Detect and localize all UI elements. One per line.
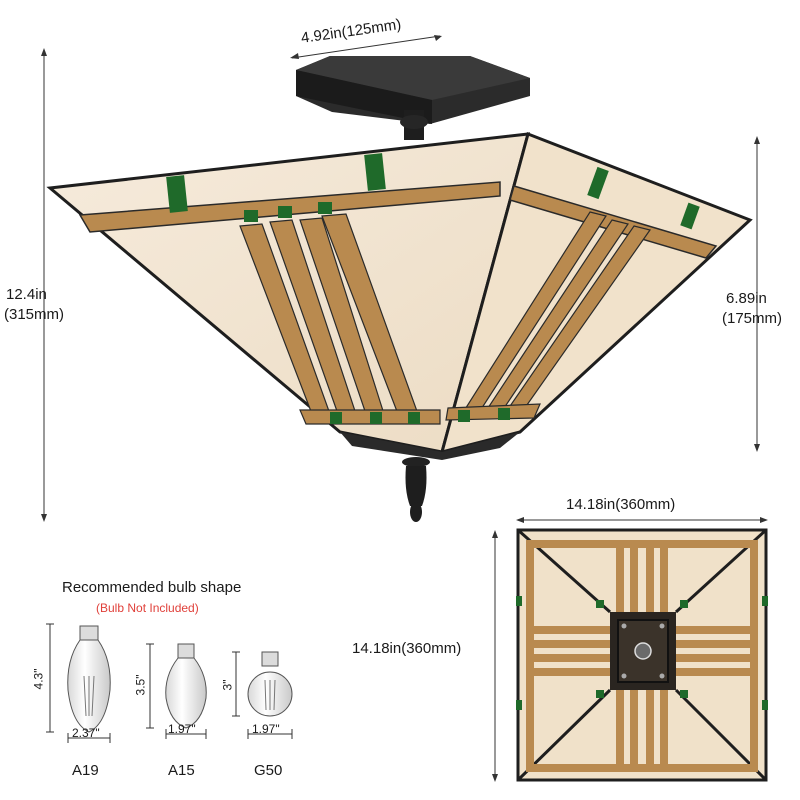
bulb-a19-width-label: 2.37" [72, 726, 100, 740]
ceiling-canopy [296, 56, 530, 140]
bulb-g50-height-dimension [232, 651, 240, 717]
total-height-label-in: 12.4in [6, 286, 47, 303]
bulb-a15-icon [165, 643, 207, 729]
bulb-not-included-note: (Bulb Not Included) [96, 601, 199, 615]
bulb-a19-icon [67, 625, 111, 733]
shade-height-label-mm: (175mm) [722, 310, 783, 327]
shade-height-label-in: 6.89in [726, 290, 767, 307]
bulb-a19-height-label: 4.3" [31, 668, 46, 690]
shade-top-view [516, 528, 768, 782]
bulb-a19-width-dimension [67, 733, 111, 743]
bulb-section-title: Recommended bulb shape [62, 579, 242, 596]
total-height-dimension [41, 48, 47, 522]
bulb-a15-name: A15 [168, 762, 195, 779]
bulb-a19-height-dimension [46, 623, 54, 733]
shade-side-width-dimension [492, 530, 498, 782]
canopy-width-dimension [290, 35, 442, 59]
bulb-a15-width-label: 1.97" [168, 722, 196, 736]
bulb-a19-name: A19 [72, 762, 99, 779]
finial [402, 457, 430, 522]
bulb-g50-icon [247, 651, 293, 717]
bulb-a15-height-dimension [146, 643, 154, 729]
bulb-a15-height-label: 3.5" [133, 674, 148, 696]
shade-top-width-dimension [516, 517, 768, 523]
bulb-g50-height-label: 3" [220, 679, 235, 691]
shade-side-width-label: 14.18in(360mm) [352, 640, 462, 657]
glass-shade [46, 131, 753, 460]
total-height-label-mm: (315mm) [4, 306, 65, 323]
bulb-a15-width-dimension [165, 729, 207, 739]
bulb-g50-width-dimension [247, 729, 293, 739]
bulb-g50-name: G50 [254, 762, 283, 779]
shade-height-dimension [754, 136, 760, 452]
bulb-g50-width-label: 1.97" [252, 722, 280, 736]
shade-top-width-label: 14.18in(360mm) [566, 496, 676, 513]
